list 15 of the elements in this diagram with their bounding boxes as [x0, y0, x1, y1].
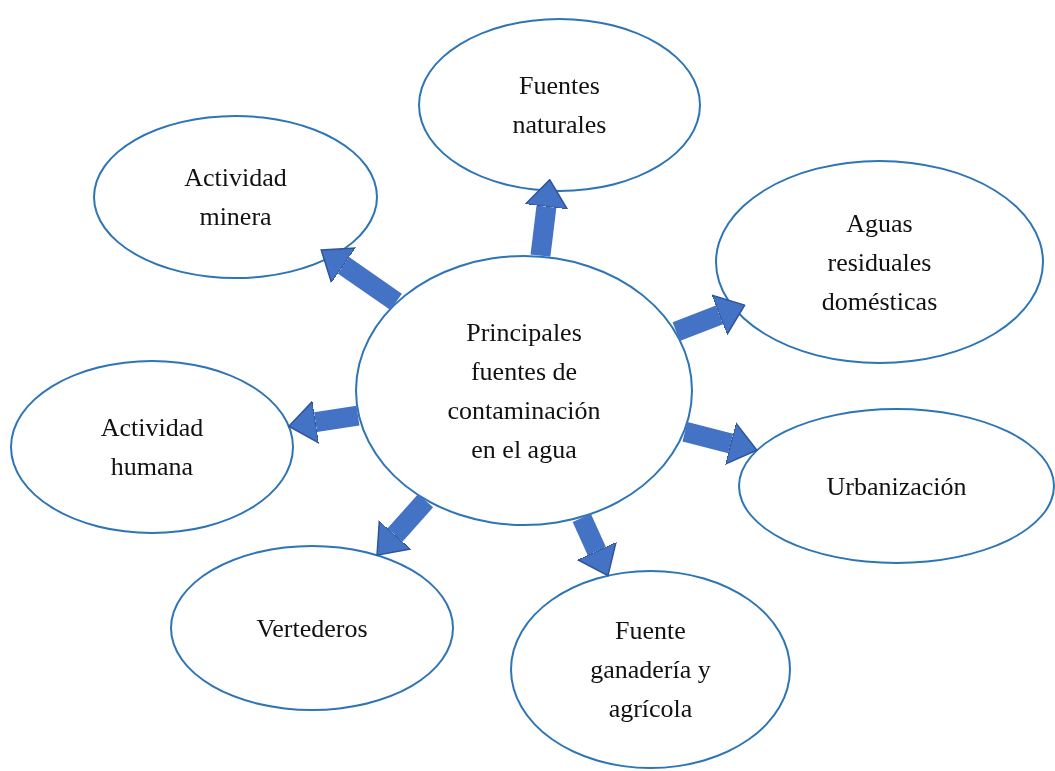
block-arrow: [376, 494, 434, 556]
node-text: Fuentes naturales: [511, 70, 608, 141]
node-text: Urbanización: [826, 470, 967, 503]
node-text: Aguas residuales domésticas: [820, 207, 939, 318]
block-arrow: [524, 179, 569, 257]
node-text: Principales fuentes de contaminación en el agua: [446, 316, 602, 466]
node-text: Actividad humana: [99, 412, 205, 483]
block-arrow: [572, 513, 617, 577]
block-arrow: [672, 294, 746, 341]
node-text: Vertederos: [256, 612, 368, 645]
block-arrow: [288, 400, 360, 444]
block-arrow: [320, 247, 402, 311]
node-text: Actividad minera: [183, 162, 288, 233]
node-text: Fuente ganadería y agrícola: [589, 615, 712, 725]
block-arrow: [682, 422, 758, 465]
